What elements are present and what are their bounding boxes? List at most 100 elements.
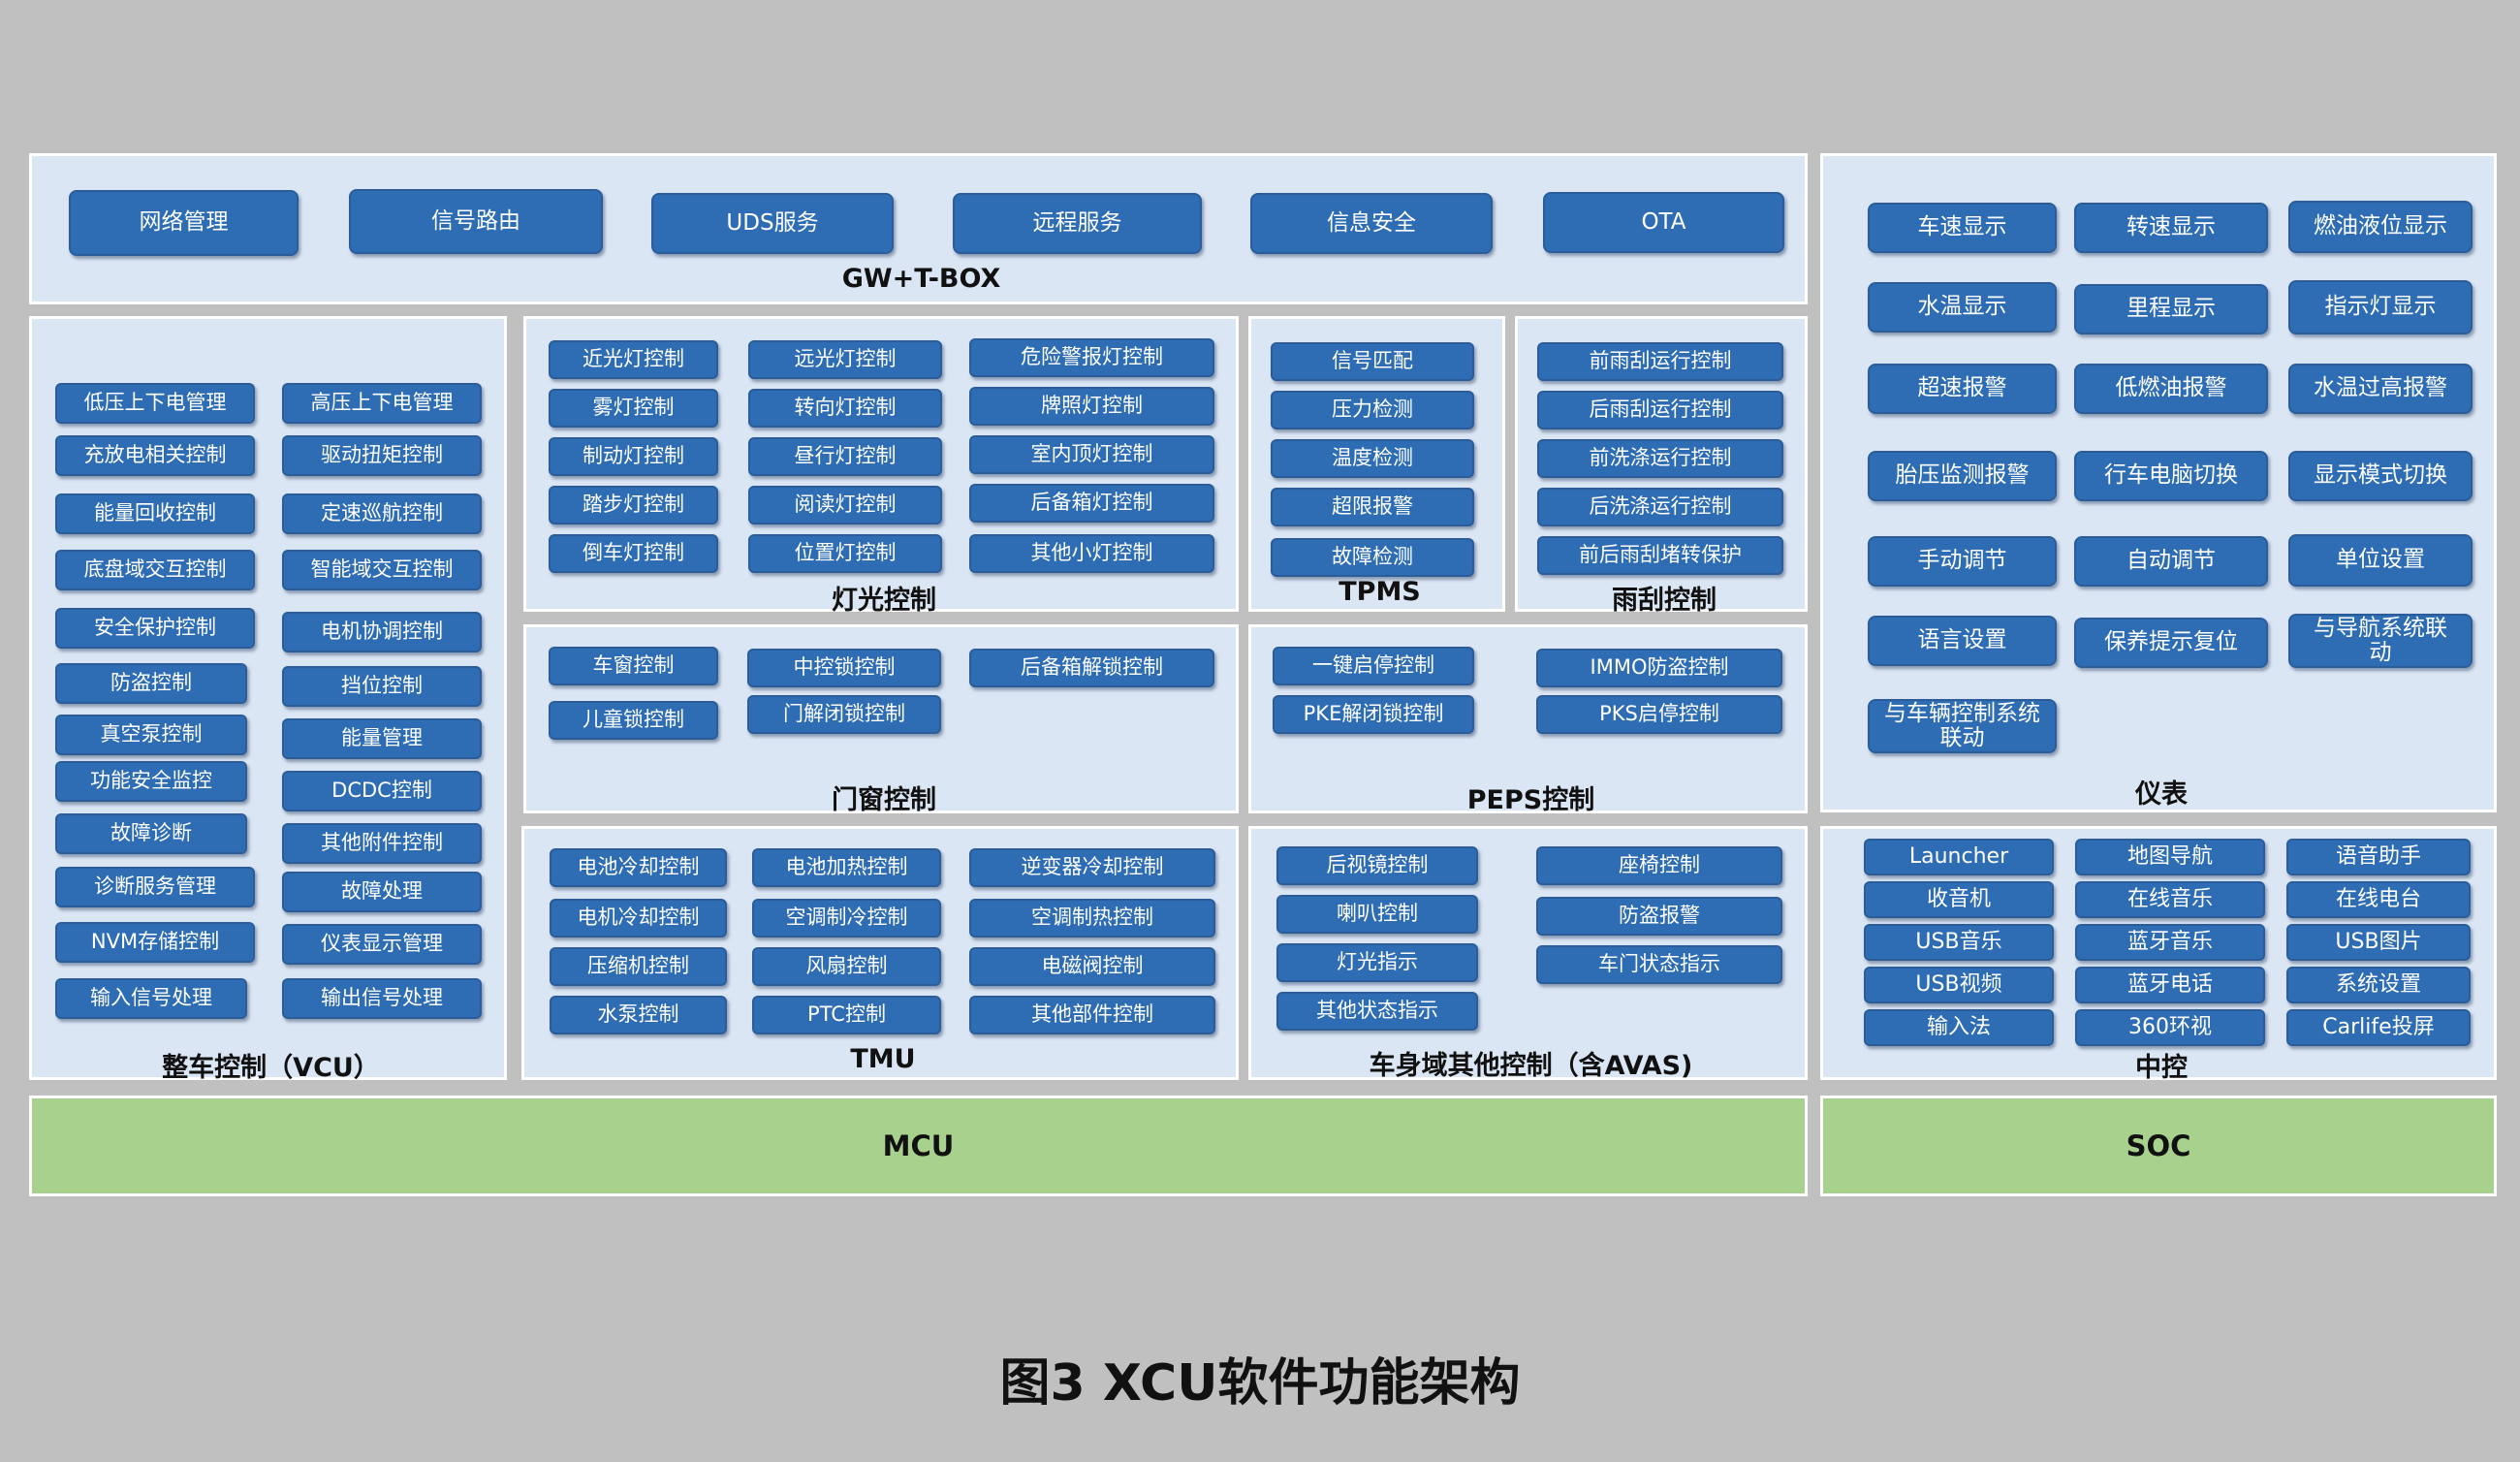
cluster-display-mgmt-button[interactable]: 仪表显示管理 [282, 924, 482, 965]
light-indicator-button[interactable]: 灯光指示 [1276, 943, 1478, 982]
tire-pressure-alarm-button[interactable]: 胎压监测报警 [1868, 451, 2057, 501]
rear-washer-button[interactable]: 后洗涤运行控制 [1537, 488, 1783, 526]
charge-control-button[interactable]: 充放电相关控制 [55, 435, 255, 476]
bt-music-button[interactable]: 蓝牙音乐 [2075, 924, 2265, 961]
system-settings-button[interactable]: 系统设置 [2286, 967, 2471, 1003]
compressor-button[interactable]: 压缩机控制 [550, 947, 727, 986]
inverter-cooling-button[interactable]: 逆变器冷却控制 [969, 848, 1215, 887]
lv-power-button[interactable]: 低压上下电管理 [55, 383, 255, 424]
ota-button[interactable]: OTA [1543, 192, 1784, 253]
fog-light-button[interactable]: 雾灯控制 [549, 389, 718, 428]
ac-cooling-button[interactable]: 空调制冷控制 [752, 899, 941, 938]
fault-handling-button[interactable]: 故障处理 [282, 872, 482, 912]
water-temp-alarm-button[interactable]: 水温过高报警 [2288, 364, 2473, 414]
low-fuel-alarm-button[interactable]: 低燃油报警 [2074, 364, 2268, 414]
theft-alarm-button[interactable]: 防盗报警 [1536, 897, 1782, 936]
hazard-light-button[interactable]: 危险警报灯控制 [969, 338, 1214, 377]
other-lights-button[interactable]: 其他小灯控制 [969, 534, 1214, 573]
position-light-button[interactable]: 位置灯控制 [748, 534, 942, 573]
mirror-control-button[interactable]: 后视镜控制 [1276, 846, 1478, 885]
dome-light-button[interactable]: 室内顶灯控制 [969, 435, 1214, 474]
trunk-light-button[interactable]: 后备箱灯控制 [969, 484, 1214, 523]
cruise-control-button[interactable]: 定速巡航控制 [282, 493, 482, 534]
safety-protection-button[interactable]: 安全保护控制 [55, 608, 255, 649]
pressure-detect-button[interactable]: 压力检测 [1271, 391, 1474, 429]
signal-match-button[interactable]: 信号匹配 [1271, 342, 1474, 381]
input-method-button[interactable]: 输入法 [1864, 1009, 2054, 1046]
ptc-control-button[interactable]: PTC控制 [752, 996, 941, 1034]
language-setting-button[interactable]: 语言设置 [1868, 616, 2057, 666]
immo-button[interactable]: IMMO防盗控制 [1536, 649, 1782, 687]
network-management-button[interactable]: 网络管理 [69, 190, 299, 256]
output-signal-button[interactable]: 输出信号处理 [282, 978, 482, 1019]
brake-light-button[interactable]: 制动灯控制 [549, 437, 718, 476]
overspeed-alarm-button[interactable]: 超速报警 [1868, 364, 2057, 414]
surround-view-button[interactable]: 360环视 [2075, 1009, 2265, 1046]
functional-safety-button[interactable]: 功能安全监控 [55, 761, 247, 802]
front-washer-button[interactable]: 前洗涤运行控制 [1537, 439, 1783, 478]
mileage-display-button[interactable]: 里程显示 [2074, 284, 2268, 334]
battery-cooling-button[interactable]: 电池冷却控制 [550, 848, 727, 887]
battery-heating-button[interactable]: 电池加热控制 [752, 848, 941, 887]
one-key-start-button[interactable]: 一键启停控制 [1273, 647, 1474, 685]
online-radio-button[interactable]: 在线电台 [2286, 881, 2471, 918]
auto-adjust-button[interactable]: 自动调节 [2074, 536, 2268, 587]
fault-diagnosis-button[interactable]: 故障诊断 [55, 813, 247, 854]
bt-phone-button[interactable]: 蓝牙电话 [2075, 967, 2265, 1003]
door-lock-button[interactable]: 门解闭锁控制 [747, 695, 941, 734]
front-wiper-button[interactable]: 前雨刮运行控制 [1537, 342, 1783, 381]
central-lock-button[interactable]: 中控锁控制 [747, 649, 941, 687]
usb-picture-button[interactable]: USB图片 [2286, 924, 2471, 961]
high-beam-button[interactable]: 远光灯控制 [748, 340, 942, 379]
torque-control-button[interactable]: 驱动扭矩控制 [282, 435, 482, 476]
drl-button[interactable]: 昼行灯控制 [748, 437, 942, 476]
reading-light-button[interactable]: 阅读灯控制 [748, 486, 942, 524]
signal-routing-button[interactable]: 信号路由 [349, 189, 603, 254]
reverse-light-button[interactable]: 倒车灯控制 [549, 534, 718, 573]
seat-control-button[interactable]: 座椅控制 [1536, 846, 1782, 885]
voice-assistant-button[interactable]: 语音助手 [2286, 839, 2471, 875]
dcdc-control-button[interactable]: DCDC控制 [282, 771, 482, 811]
accessory-control-button[interactable]: 其他附件控制 [282, 823, 482, 864]
smart-domain-button[interactable]: 智能域交互控制 [282, 550, 482, 590]
ac-heating-button[interactable]: 空调制热控制 [969, 899, 1215, 938]
fuel-level-display-button[interactable]: 燃油液位显示 [2288, 201, 2473, 253]
nvm-storage-button[interactable]: NVM存储控制 [55, 922, 255, 963]
solenoid-valve-button[interactable]: 电磁阀控制 [969, 947, 1215, 986]
water-pump-button[interactable]: 水泵控制 [550, 996, 727, 1034]
plate-light-button[interactable]: 牌照灯控制 [969, 387, 1214, 426]
unit-setting-button[interactable]: 单位设置 [2288, 534, 2473, 587]
input-signal-button[interactable]: 输入信号处理 [55, 978, 247, 1019]
motor-coordination-button[interactable]: 电机协调控制 [282, 612, 482, 652]
online-music-button[interactable]: 在线音乐 [2075, 881, 2265, 918]
remote-service-button[interactable]: 远程服务 [953, 193, 1202, 254]
pke-button[interactable]: PKE解闭锁控制 [1273, 695, 1474, 734]
display-mode-button[interactable]: 显示模式切换 [2288, 451, 2473, 501]
step-light-button[interactable]: 踏步灯控制 [549, 486, 718, 524]
hv-power-button[interactable]: 高压上下电管理 [282, 383, 482, 424]
nav-link-button[interactable]: 与导航系统联动 [2288, 614, 2473, 668]
tpms-fault-detect-button[interactable]: 故障检测 [1271, 538, 1474, 577]
rpm-display-button[interactable]: 转速显示 [2074, 203, 2268, 253]
door-status-button[interactable]: 车门状态指示 [1536, 945, 1782, 984]
water-temp-display-button[interactable]: 水温显示 [1868, 282, 2057, 333]
turn-signal-button[interactable]: 转向灯控制 [748, 389, 942, 428]
gear-control-button[interactable]: 挡位控制 [282, 666, 482, 707]
trip-computer-button[interactable]: 行车电脑切换 [2074, 451, 2268, 501]
chassis-domain-button[interactable]: 底盘域交互控制 [55, 550, 255, 590]
map-nav-button[interactable]: 地图导航 [2075, 839, 2265, 875]
horn-control-button[interactable]: 喇叭控制 [1276, 895, 1478, 934]
vacuum-pump-button[interactable]: 真空泵控制 [55, 715, 247, 755]
wiper-stall-protect-button[interactable]: 前后雨刮堵转保护 [1537, 536, 1783, 575]
energy-management-button[interactable]: 能量管理 [282, 718, 482, 759]
uds-service-button[interactable]: UDS服务 [651, 193, 894, 254]
child-lock-button[interactable]: 儿童锁控制 [549, 701, 718, 740]
usb-music-button[interactable]: USB音乐 [1864, 924, 2054, 961]
low-beam-button[interactable]: 近光灯控制 [549, 340, 718, 379]
overlimit-alarm-button[interactable]: 超限报警 [1271, 488, 1474, 526]
pks-button[interactable]: PKS启停控制 [1536, 695, 1782, 734]
other-status-button[interactable]: 其他状态指示 [1276, 992, 1478, 1031]
usb-video-button[interactable]: USB视频 [1864, 967, 2054, 1003]
trunk-unlock-button[interactable]: 后备箱解锁控制 [969, 649, 1214, 687]
launcher-button[interactable]: Launcher [1864, 839, 2054, 875]
